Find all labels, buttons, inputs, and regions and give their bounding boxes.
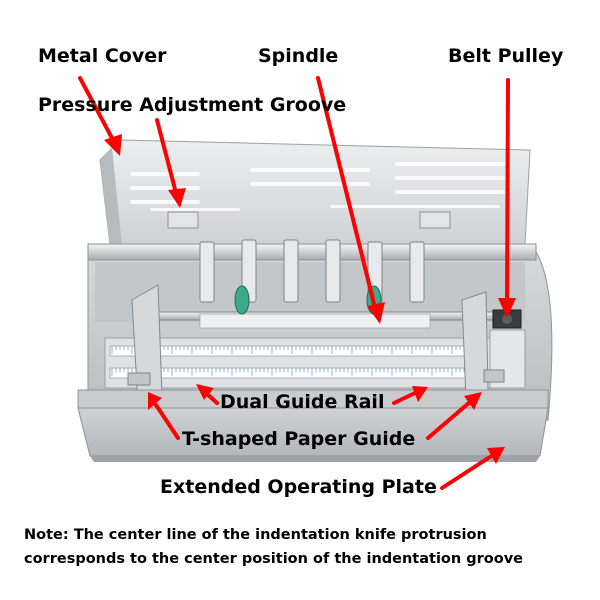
label-metal-cover: Metal Cover (38, 45, 167, 67)
label-t-shaped-paper-guide: T-shaped Paper Guide (182, 428, 416, 450)
pressure-groove-arrowhead (168, 188, 186, 208)
dual-guide-rail (104, 337, 491, 389)
pressure-groove-arrow (155, 118, 178, 195)
note-line-1: Note: The center line of the indentation… (24, 527, 487, 543)
tguide-arrow-right-head (464, 392, 482, 410)
label-belt-pulley: Belt Pulley (448, 45, 564, 67)
note-line-2: corresponds to the center position of th… (24, 551, 523, 567)
belt-pulley (492, 309, 522, 329)
pressure-arms (199, 239, 425, 303)
rail-arrow-right (392, 391, 417, 405)
label-pressure-adjustment-groove: Pressure Adjustment Groove (38, 94, 347, 116)
rail-arrow-right-head (412, 386, 428, 402)
t-shaped-paper-guides (127, 284, 505, 406)
callout-arrows (78, 76, 516, 490)
belt-pulley-arrow (505, 78, 510, 304)
tguide-arrow-left-head (148, 392, 162, 410)
plate-arrowhead (487, 447, 505, 464)
spindle-arrow (316, 76, 377, 310)
note-text: Note: The center line of the indentation… (24, 523, 594, 571)
metal-cover (99, 139, 531, 246)
tguide-arrow-left (154, 403, 180, 440)
rail-arrow-left-head (196, 384, 214, 400)
label-extended-operating-plate: Extended Operating Plate (160, 476, 437, 498)
metal-cover-arrow (78, 76, 115, 142)
extended-operating-plate (77, 389, 549, 462)
belt-pulley-arrowhead (498, 298, 516, 318)
tguide-arrow-right (426, 400, 472, 440)
label-dual-guide-rail: Dual Guide Rail (220, 391, 385, 413)
metal-cover-arrowhead (104, 134, 122, 156)
plate-arrow (440, 453, 495, 490)
spindle-arrowhead (367, 302, 385, 324)
label-spindle: Spindle (258, 45, 339, 67)
